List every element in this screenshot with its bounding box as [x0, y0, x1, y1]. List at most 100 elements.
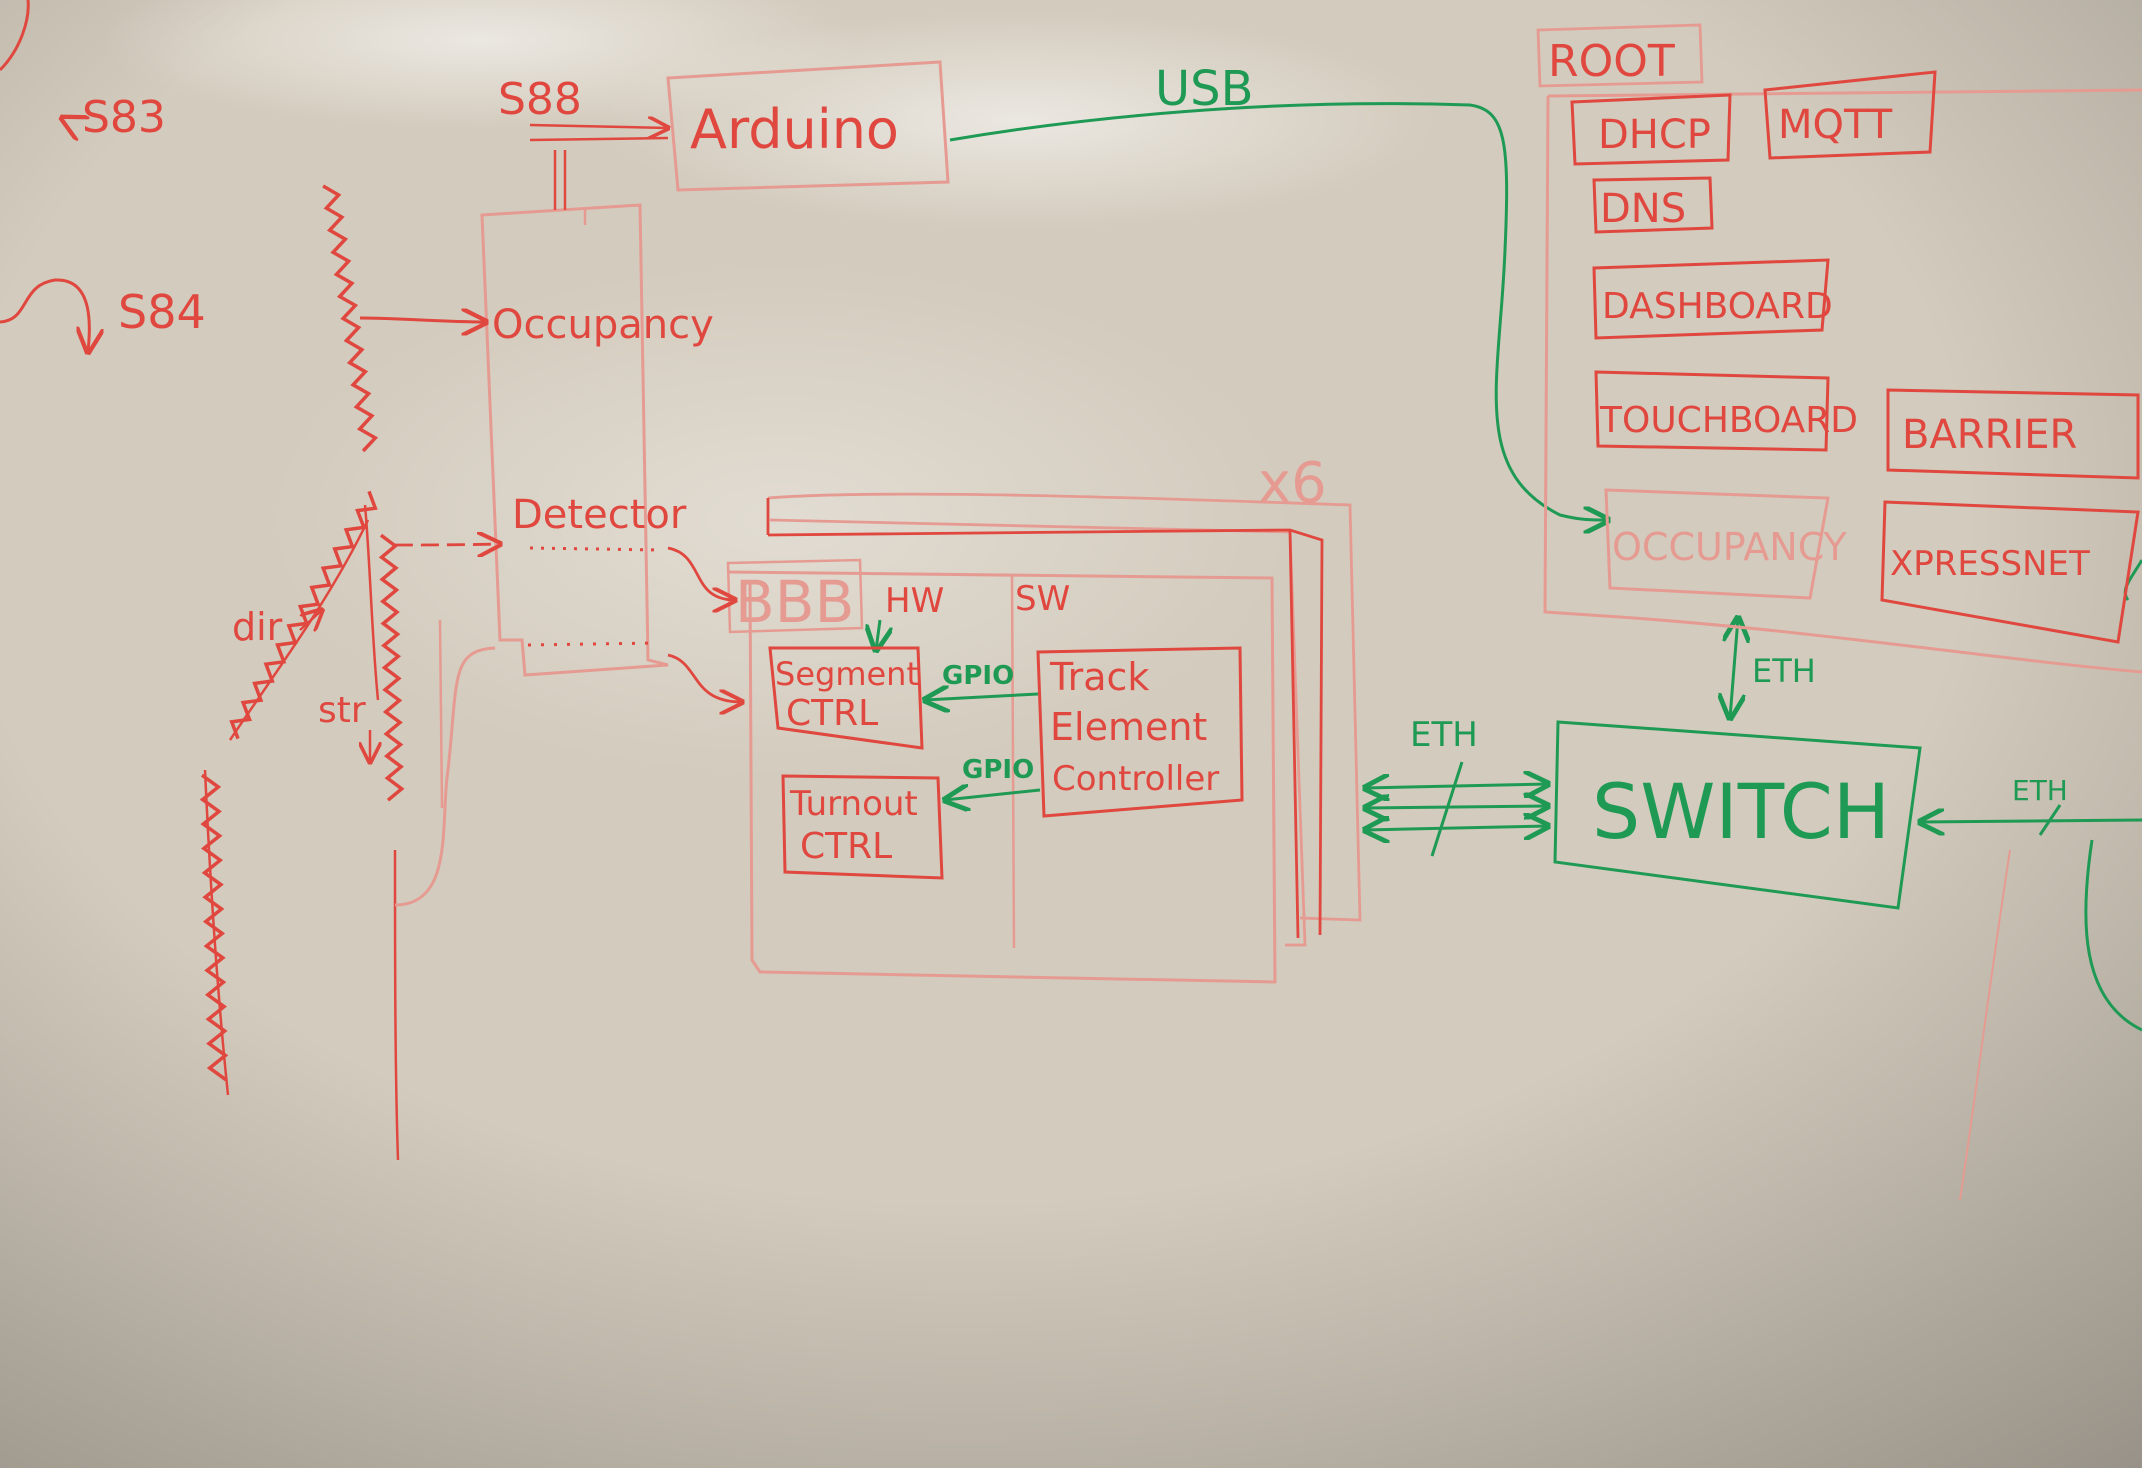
stack-sheet-back	[767, 492, 1362, 922]
dashboard-box	[1592, 258, 1830, 340]
turnout-straight	[363, 504, 380, 701]
switch-label: SWITCH	[1592, 767, 1890, 856]
track-element-line-1: Track	[1049, 655, 1149, 699]
rail-right	[378, 533, 405, 802]
detector-box-outline	[480, 203, 669, 677]
eth-right-label: ETH	[2012, 774, 2068, 807]
turnout-ctrl-box	[781, 774, 944, 880]
service-dns: DNS	[1592, 176, 1714, 234]
service-barrier: BARRIER	[1886, 388, 2140, 480]
s88-label: S88	[498, 74, 582, 125]
track-element-line-2: Element	[1050, 705, 1207, 749]
rail-right-outer	[393, 849, 400, 1161]
turnout-ctrl-line-1: Turnout	[789, 784, 918, 824]
service-dashboard: DASHBOARD	[1592, 258, 1833, 340]
eth-line-3	[1365, 826, 1548, 830]
root-label: ROOT	[1548, 36, 1675, 87]
service-dhcp: DHCP	[1570, 93, 1732, 166]
arduino-box	[666, 60, 950, 192]
occupancy-label: Occupancy	[492, 302, 714, 348]
track-element-line-3: Controller	[1052, 759, 1219, 799]
service-label-dhcp: DHCP	[1598, 112, 1711, 158]
eth-line-1	[1365, 784, 1548, 788]
service-label-dns: DNS	[1600, 186, 1686, 232]
xpressnet-box	[1880, 500, 2140, 644]
x6-label: x6	[1258, 451, 1327, 516]
detector-to-segment-arrow	[667, 653, 742, 702]
segment-ctrl-line-1: Segment	[775, 655, 919, 693]
track-element-controller: Track Element Controller	[1036, 646, 1244, 818]
rail-left-outer	[203, 769, 230, 1096]
switch-box	[1553, 720, 1922, 910]
rail-upper	[322, 184, 379, 453]
bus-connections-left: S83 S84	[0, 0, 206, 352]
service-occupancy: OCCUPANCY	[1604, 488, 1848, 600]
s84-label: S84	[118, 285, 206, 339]
turnout-ctrl-line-2: CTRL	[800, 826, 892, 867]
bbb-stack	[766, 492, 1362, 947]
rail-to-occupancy-arrow	[359, 318, 486, 322]
dns-box	[1592, 176, 1714, 234]
bbb-hw-sw-divider	[1010, 574, 1016, 949]
gpio-arrow-turnout	[945, 790, 1041, 800]
right-pale-curve	[1959, 849, 2011, 1201]
detector-side-curve	[438, 619, 444, 809]
turnout-diverge	[228, 519, 370, 741]
eth-root-switch	[1730, 618, 1738, 718]
stack-sheet-2	[767, 528, 1324, 936]
track-element-box	[1036, 646, 1244, 818]
eth-root-label: ETH	[1752, 652, 1816, 690]
gpio-segment-label: GPIO	[942, 661, 1014, 691]
dhcp-box	[1570, 93, 1732, 166]
dotted-row-2	[527, 641, 656, 647]
lower-rail-to-detector	[394, 646, 496, 907]
sw-label: SW	[1015, 579, 1070, 619]
mqtt-box	[1763, 70, 1937, 160]
service-touchboard: TOUCHBOARD	[1594, 370, 1858, 452]
service-label-xpressnet: XPRESSNET	[1890, 544, 2090, 584]
eth-bbb-switch	[1365, 761, 1548, 857]
service-label-occupancy: OCCUPANCY	[1612, 525, 1848, 569]
stack-sheet-3	[769, 518, 1307, 947]
gpio-turnout-label: GPIO	[962, 755, 1034, 785]
dir-label: dir	[232, 605, 283, 649]
rail-to-detector-arrow	[394, 544, 500, 545]
eth-line-2	[1365, 806, 1548, 808]
s88-arrow-bottom	[529, 136, 669, 142]
right-green-curve	[2084, 839, 2142, 1032]
hw-label: HW	[885, 581, 944, 621]
occupancy-detector-box: Occupancy Detector	[480, 203, 714, 677]
hw-down-arrow	[876, 619, 880, 650]
root-title-box	[1536, 23, 1704, 88]
bbb-label: BBB	[735, 568, 854, 636]
root-server: ROOT DHCP MQTT DNS DASHBOARD TOUCHBOARD …	[1536, 23, 2142, 674]
detector-to-bbb-arrow	[667, 546, 735, 600]
service-xpressnet: XPRESSNET	[1880, 500, 2140, 644]
touchboard-box	[1594, 370, 1830, 452]
gpio-arrow-segment	[925, 694, 1039, 700]
segment-ctrl: Segment CTRL	[768, 646, 924, 750]
stack-sheet-1	[1288, 529, 1300, 939]
service-label-mqtt: MQTT	[1778, 102, 1893, 148]
dir-arrow	[299, 610, 322, 630]
bbb-main-box	[727, 570, 1277, 984]
str-label: str	[318, 690, 366, 731]
s84-line	[0, 278, 89, 352]
eth-bundle-slash	[1430, 761, 1464, 857]
track-sketch	[199, 184, 405, 1161]
root-main-box	[1543, 88, 2142, 674]
eth-right-slash	[2038, 804, 2062, 836]
service-mqtt: MQTT	[1763, 70, 1937, 160]
bbb-board: BBB HW SW	[726, 558, 1277, 984]
detector-label: Detector	[512, 492, 687, 538]
segment-ctrl-box	[768, 646, 924, 750]
board-edge-curve	[0, 0, 30, 72]
network-switch: SWITCH	[1553, 720, 1922, 910]
service-label-barrier: BARRIER	[1902, 412, 2077, 458]
occupancy-box	[1604, 488, 1830, 600]
s83-label: S83	[82, 92, 166, 143]
turnout-ctrl: Turnout CTRL	[781, 774, 944, 880]
